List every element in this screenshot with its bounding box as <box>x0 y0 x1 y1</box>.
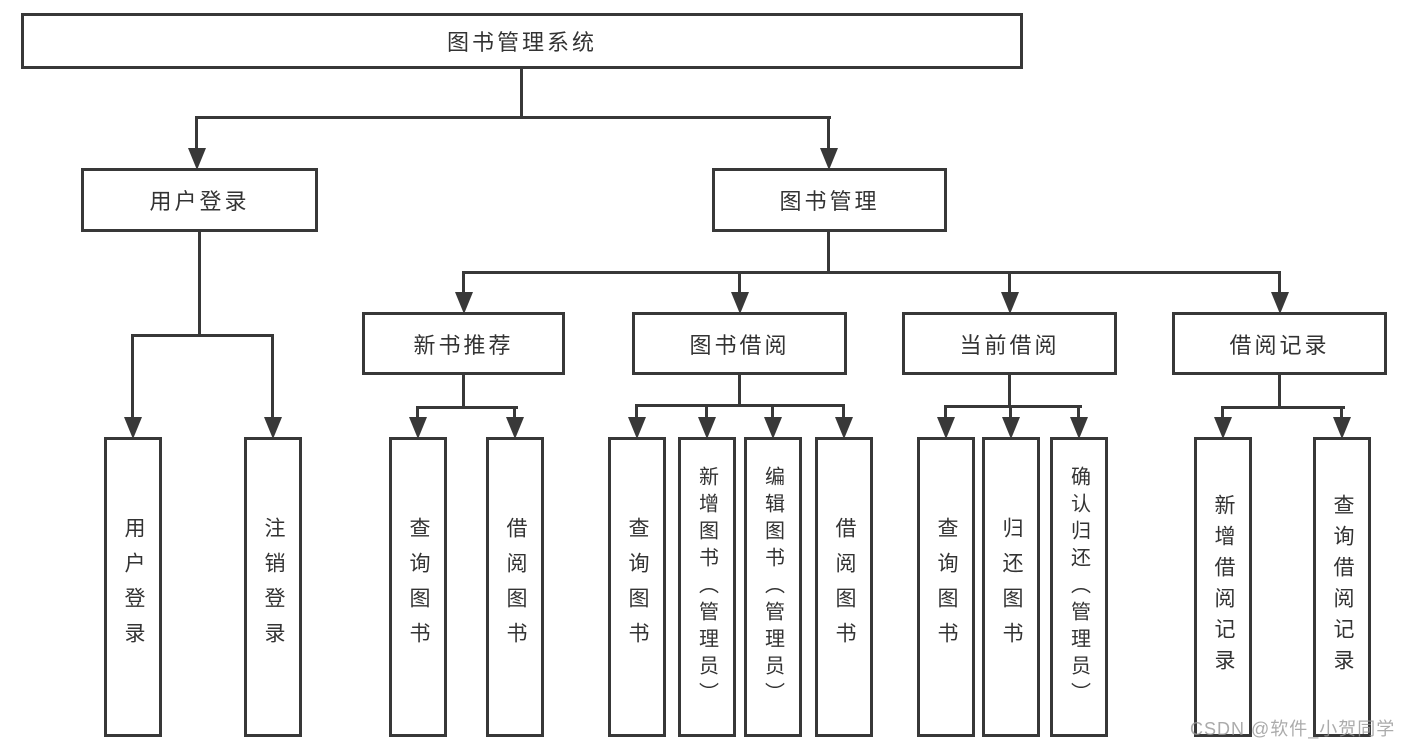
leaf-logout: 注销登录 <box>244 437 302 737</box>
connector-stem-leaf-logout <box>271 334 274 419</box>
connector-stem-bb-leaf3 <box>771 404 774 419</box>
node-book-management: 图书管理 <box>712 168 947 232</box>
connector-root-stem <box>520 67 523 119</box>
leaf-user-login: 用户登录 <box>104 437 162 737</box>
arrow-icon-leaf-logout <box>264 417 282 439</box>
leaf-query-borrow-record-label: 查询借阅记录 <box>1331 494 1354 680</box>
leaf-edit-books-admin: 编辑图书（管理员） <box>744 437 802 737</box>
connector-stem-bb-leaf1 <box>635 404 638 419</box>
leaf-query-books-borrowing: 查询图书 <box>608 437 666 737</box>
leaf-user-login-label: 用户登录 <box>122 517 145 657</box>
leaf-borrow-books-recommend: 借阅图书 <box>486 437 544 737</box>
connector-newbook-hline <box>416 406 518 409</box>
leaf-confirm-return-admin: 确认归还（管理员） <box>1050 437 1108 737</box>
node-book-management-label: 图书管理 <box>779 189 880 214</box>
arrow-icon-bb-leaf3 <box>764 417 782 439</box>
leaf-add-books-admin: 新增图书（管理员） <box>678 437 736 737</box>
connector-stem-br-leaf1 <box>1221 406 1224 419</box>
leaf-borrow-books: 借阅图书 <box>815 437 873 737</box>
connector-stem-book-management <box>827 116 830 150</box>
connector-stem-cb-leaf2 <box>1009 405 1012 419</box>
arrow-icon-leaf-login <box>124 417 142 439</box>
connector-stem-bb-leaf4 <box>842 404 845 419</box>
leaf-return-books: 归还图书 <box>982 437 1040 737</box>
node-user-login-label: 用户登录 <box>149 189 250 214</box>
leaf-query-books-current: 查询图书 <box>917 437 975 737</box>
connector-bb-drop <box>738 373 741 407</box>
connector-br-drop <box>1278 373 1281 409</box>
leaf-confirm-return-admin-label: 确认归还（管理员） <box>1067 465 1090 709</box>
node-current-borrowing: 当前借阅 <box>902 312 1117 375</box>
arrow-icon-nb-leaf1 <box>409 417 427 439</box>
arrow-icon-br-leaf2 <box>1333 417 1351 439</box>
leaf-query-books-recommend-label: 查询图书 <box>407 517 430 657</box>
node-new-book-recommend: 新书推荐 <box>362 312 565 375</box>
leaf-logout-label: 注销登录 <box>262 517 285 657</box>
node-book-borrowing: 图书借阅 <box>632 312 847 375</box>
leaf-query-books-current-label: 查询图书 <box>935 517 958 657</box>
leaf-add-borrow-record: 新增借阅记录 <box>1194 437 1252 737</box>
arrow-icon-nb-leaf2 <box>506 417 524 439</box>
connector-stem-newbook <box>462 271 465 294</box>
arrow-icon-br-leaf1 <box>1214 417 1232 439</box>
arrow-icon-currentborrow <box>1001 292 1019 314</box>
connector-stem-borrowrecords <box>1278 271 1281 294</box>
connector-cb-drop <box>1008 373 1011 408</box>
csdn-watermark: CSDN @软件_小贺同学 <box>1190 719 1396 739</box>
connector-cb-hline <box>944 405 1082 408</box>
connector-bookmgmt-hline <box>462 271 1281 274</box>
node-book-borrowing-label: 图书借阅 <box>689 332 790 358</box>
arrow-icon-cb-leaf1 <box>937 417 955 439</box>
connector-stem-cb-leaf1 <box>944 405 947 419</box>
arrow-icon-cb-leaf2 <box>1002 417 1020 439</box>
connector-stem-nb-leaf2 <box>513 406 516 419</box>
connector-userlogin-drop <box>198 230 201 336</box>
arrow-icon-newbook <box>455 292 473 314</box>
connector-stem-user-login <box>195 116 198 150</box>
leaf-borrow-books-recommend-label: 借阅图书 <box>504 517 527 657</box>
arrow-icon-bb-leaf2 <box>698 417 716 439</box>
connector-stem-nb-leaf1 <box>416 406 419 419</box>
leaf-edit-books-admin-label: 编辑图书（管理员） <box>761 465 784 709</box>
leaf-return-books-label: 归还图书 <box>1000 517 1023 657</box>
connector-stem-leaf-login <box>131 334 134 419</box>
node-borrowing-records-label: 借阅记录 <box>1229 332 1330 358</box>
arrow-icon-bb-leaf4 <box>835 417 853 439</box>
connector-stem-currentborrow <box>1008 271 1011 294</box>
arrow-icon-book-management <box>820 148 838 170</box>
connector-root-hline <box>195 116 831 119</box>
connector-stem-cb-leaf3 <box>1077 405 1080 419</box>
leaf-query-books-recommend: 查询图书 <box>389 437 447 737</box>
connector-newbook-drop <box>462 373 465 409</box>
arrow-icon-bookborrow <box>731 292 749 314</box>
leaf-add-borrow-record-label: 新增借阅记录 <box>1212 494 1235 680</box>
leaf-query-books-borrowing-label: 查询图书 <box>626 517 649 657</box>
node-user-login: 用户登录 <box>81 168 318 232</box>
connector-bookmgmt-drop <box>827 230 830 274</box>
connector-userlogin-hline <box>131 334 274 337</box>
connector-br-hline <box>1221 406 1345 409</box>
arrow-icon-bb-leaf1 <box>628 417 646 439</box>
arrow-icon-cb-leaf3 <box>1070 417 1088 439</box>
node-current-borrowing-label: 当前借阅 <box>959 332 1060 358</box>
connector-stem-br-leaf2 <box>1340 406 1343 419</box>
node-new-book-recommend-label: 新书推荐 <box>413 332 514 358</box>
connector-stem-bb-leaf2 <box>705 404 708 419</box>
node-library-system-label: 图书管理系统 <box>446 30 597 55</box>
connector-stem-bookborrow <box>738 271 741 294</box>
arrow-icon-borrowrecords <box>1271 292 1289 314</box>
leaf-add-books-admin-label: 新增图书（管理员） <box>695 465 718 709</box>
node-borrowing-records: 借阅记录 <box>1172 312 1387 375</box>
connector-bb-hline <box>635 404 845 407</box>
leaf-borrow-books-label: 借阅图书 <box>833 517 856 657</box>
node-library-system: 图书管理系统 <box>21 13 1023 69</box>
leaf-query-borrow-record: 查询借阅记录 <box>1313 437 1371 737</box>
arrow-icon-user-login <box>188 148 206 170</box>
